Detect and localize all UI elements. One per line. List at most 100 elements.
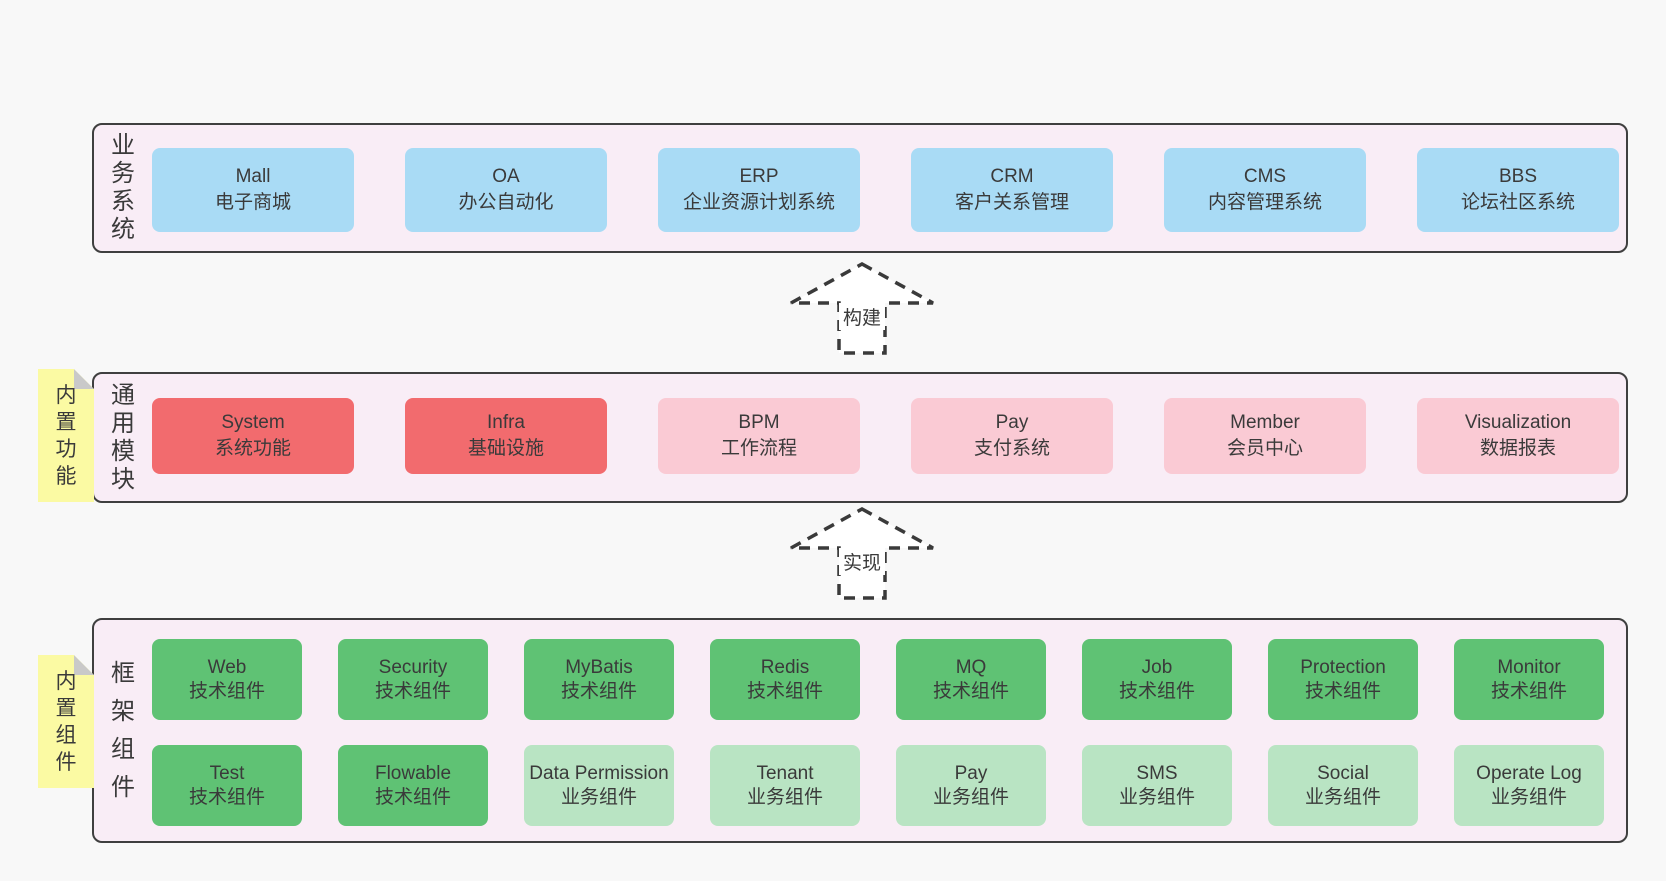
box-title: Pay xyxy=(995,412,1029,433)
box-title: Flowable xyxy=(374,762,452,784)
box-title: ERP xyxy=(739,166,779,187)
box-title: CRM xyxy=(990,166,1034,187)
box-subtitle: 技术组件 xyxy=(188,680,265,702)
box-subtitle: 技术组件 xyxy=(746,680,823,702)
box-subtitle: 技术组件 xyxy=(374,786,451,808)
box-subtitle: 技术组件 xyxy=(1118,680,1195,702)
box-subtitle: 技术组件 xyxy=(188,786,265,808)
arrow-implement: 实现 xyxy=(787,506,937,601)
box-title: Visualization xyxy=(1464,412,1572,433)
box-subtitle: 业务组件 xyxy=(1490,786,1567,808)
arrow-build-label: 构建 xyxy=(838,303,886,330)
box-visualization: Visualization 数据报表 xyxy=(1417,398,1619,474)
box-subtitle: 客户关系管理 xyxy=(954,192,1069,213)
box-subtitle: 技术组件 xyxy=(932,680,1009,702)
box-subtitle: 会员中心 xyxy=(1226,438,1303,459)
arrow-build: 构建 xyxy=(787,261,937,356)
box-title: SMS xyxy=(1136,762,1178,784)
box-system: System 系统功能 xyxy=(152,398,354,474)
box-subtitle: 内容管理系统 xyxy=(1207,192,1322,213)
layer-common-modules-label: 通 用 模 块 xyxy=(111,381,135,493)
box-member: Member 会员中心 xyxy=(1164,398,1366,474)
box-subtitle: 业务组件 xyxy=(746,786,823,808)
box-subtitle: 论坛社区系统 xyxy=(1460,192,1575,213)
box-title: Operate Log xyxy=(1476,762,1582,784)
box-erp: ERP 企业资源计划系统 xyxy=(658,148,860,232)
box-title: Redis xyxy=(760,656,810,678)
box-row: System 系统功能 Infra 基础设施 BPM 工作流程 Pay 支付系统 Member 会… xyxy=(152,398,1626,474)
box-subtitle: 业务组件 xyxy=(560,786,637,808)
box-title: MyBatis xyxy=(565,656,633,678)
arrow-implement-label: 实现 xyxy=(838,548,886,575)
box-title: Security xyxy=(378,656,448,678)
box-subtitle: 办公自动化 xyxy=(458,192,554,213)
box-title: Data Permission xyxy=(529,762,669,784)
sticky-note-builtin-features-label: 内 置 功 能 xyxy=(55,383,77,488)
box-cms: CMS 内容管理系统 xyxy=(1164,148,1366,232)
box-subtitle: 业务组件 xyxy=(932,786,1009,808)
box-crm: CRM 客户关系管理 xyxy=(911,148,1113,232)
box-title: Pay xyxy=(954,762,988,784)
box-bpm: BPM 工作流程 xyxy=(658,398,860,474)
layer-common-modules: 通 用 模 块 System 系统功能 Infra 基础设施 BPM 工作流程 Pay 支付系… xyxy=(92,372,1628,503)
box-subtitle: 业务组件 xyxy=(1304,786,1381,808)
layer-business-systems-label: 业 务 系 统 xyxy=(111,132,135,243)
box-title: Mall xyxy=(235,166,271,187)
folded-corner-icon xyxy=(74,369,94,389)
box-subtitle: 技术组件 xyxy=(1304,680,1381,702)
box-subtitle: 企业资源计划系统 xyxy=(682,192,835,213)
box-subtitle: 技术组件 xyxy=(374,680,451,702)
box-title: Infra xyxy=(486,412,526,433)
box-title: Protection xyxy=(1300,656,1386,678)
box-subtitle: 系统功能 xyxy=(214,438,291,459)
box-pay: Pay 支付系统 xyxy=(911,398,1113,474)
box-subtitle: 技术组件 xyxy=(1490,680,1567,702)
layer-framework-components-label: 框 架 组 件 xyxy=(111,659,135,801)
box-title: OA xyxy=(492,166,520,187)
box-title: System xyxy=(221,412,285,433)
box-title: CMS xyxy=(1243,166,1287,187)
sticky-note-builtin-components-label: 内 置 组 件 xyxy=(55,669,77,774)
box-title: MQ xyxy=(955,656,987,678)
box-title: Test xyxy=(209,762,245,784)
box-infra: Infra 基础设施 xyxy=(405,398,607,474)
layer-common-modules-boxes: System 系统功能 Infra 基础设施 BPM 工作流程 Pay 支付系统 Member 会… xyxy=(152,374,1626,501)
folded-corner-icon xyxy=(74,655,94,675)
box-title: Monitor xyxy=(1497,656,1561,678)
box-subtitle: 业务组件 xyxy=(1118,786,1195,808)
box-subtitle: 工作流程 xyxy=(720,438,797,459)
box-title: Web xyxy=(207,656,247,678)
box-title: BBS xyxy=(1498,166,1538,187)
box-title: Member xyxy=(1230,412,1300,433)
box-title: BPM xyxy=(738,412,780,433)
box-oa: OA 办公自动化 xyxy=(405,148,607,232)
sticky-note-builtin-components: 内 置 组 件 xyxy=(38,655,94,788)
box-title: Social xyxy=(1317,762,1369,784)
box-title: Tenant xyxy=(756,762,814,784)
box-subtitle: 支付系统 xyxy=(973,438,1050,459)
box-subtitle: 数据报表 xyxy=(1479,438,1556,459)
box-subtitle: 基础设施 xyxy=(467,438,544,459)
